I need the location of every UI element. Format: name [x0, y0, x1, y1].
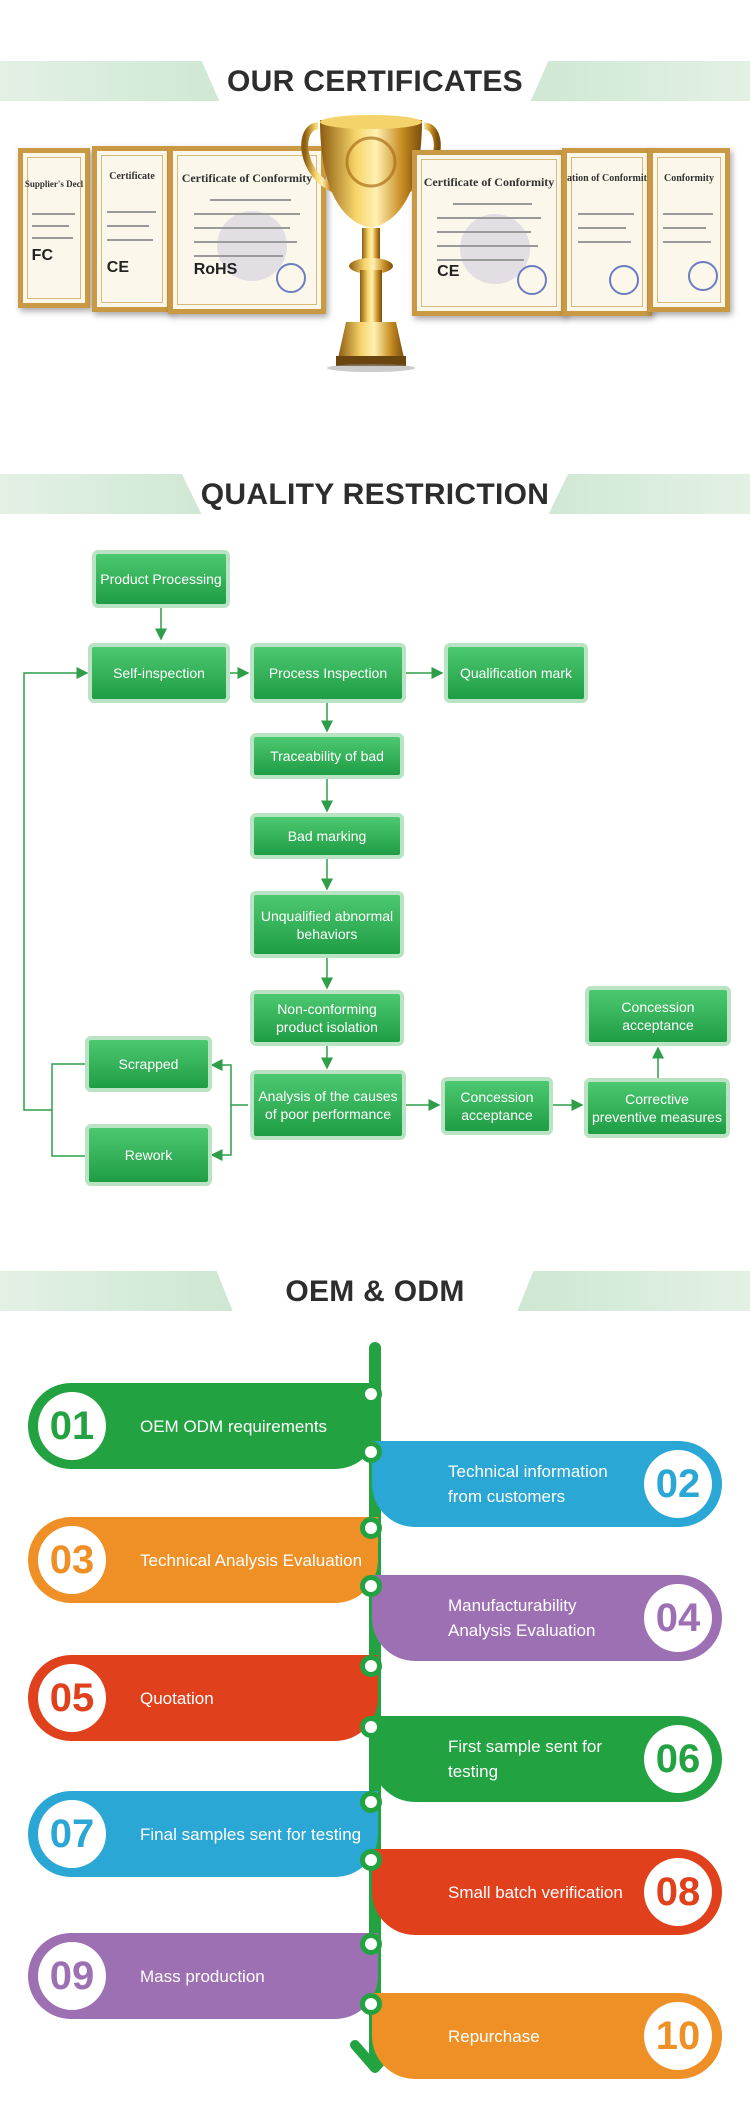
flow-step-product-processing: Product Processing — [92, 550, 230, 608]
certificate-card: Certificate of Conformity CE — [412, 150, 566, 316]
step-number: 03 — [38, 1526, 106, 1594]
certificate-card: Conformity — [648, 148, 730, 312]
step-label: Small batch verification — [448, 1882, 623, 1902]
quality-banner: QUALITY RESTRICTION — [0, 470, 750, 518]
flow-step-scrapped: Scrapped — [85, 1036, 212, 1092]
step-card: 06 First sample sent for testing — [372, 1716, 722, 1802]
quality-flowchart: Product Processing Self-inspection Proce… — [0, 540, 750, 1210]
certificate-title: Conformity — [664, 173, 714, 184]
certificate-title: ation of Conformity — [567, 173, 647, 184]
flow-step-analysis: Analysis of the causes of poor performan… — [250, 1070, 406, 1140]
certificate-card: ation of Conformity — [562, 148, 652, 316]
flow-step-self-inspection: Self-inspection — [88, 643, 230, 703]
step-number: 10 — [644, 2002, 712, 2070]
timeline-node — [360, 1655, 382, 1677]
certificate-title: Supplier's Decl — [24, 179, 84, 189]
step-card: 05 Quotation — [28, 1655, 378, 1741]
step-number: 08 — [644, 1858, 712, 1926]
certificate-mark: CE — [437, 263, 460, 280]
timeline-node — [360, 1791, 382, 1813]
timeline-node — [360, 1383, 382, 1405]
flow-step-concession-acceptance-top: Concession acceptance — [585, 986, 731, 1046]
timeline-node — [360, 1441, 382, 1463]
section-title: QUALITY RESTRICTION — [200, 478, 550, 511]
flow-step-traceability: Traceability of bad — [250, 733, 404, 779]
certificate-mark: FC — [31, 247, 53, 264]
flow-step-nonconforming: Non-conforming product isolation — [250, 990, 404, 1046]
step-card: 03 Technical Analysis Evaluation — [28, 1517, 378, 1603]
certificate-mark: RoHS — [193, 261, 238, 278]
step-card: 04 Manufacturability Analysis Evaluation — [372, 1575, 722, 1661]
step-number: 04 — [644, 1584, 712, 1652]
step-card: 09 Mass production — [28, 1933, 378, 2019]
certificates-banner: OUR CERTIFICATES — [0, 57, 750, 105]
step-number: 02 — [644, 1450, 712, 1518]
step-card: 10 Repurchase — [372, 1993, 722, 2079]
flow-step-rework: Rework — [85, 1124, 212, 1186]
step-label: Repurchase — [448, 2026, 540, 2046]
flow-step-bad-marking: Bad marking — [250, 813, 404, 859]
step-label: Quotation — [140, 1688, 214, 1708]
step-label: First sample sent for testing — [448, 1737, 602, 1781]
section-title: OUR CERTIFICATES — [227, 65, 523, 98]
flow-step-corrective: Corrective preventive measures — [584, 1078, 730, 1138]
step-label: OEM ODM requirements — [140, 1416, 328, 1436]
banner-pill — [180, 470, 570, 518]
flow-step-unqualified: Unqualified abnormal behaviors — [250, 891, 404, 958]
step-label: Technical Analysis Evaluation — [140, 1550, 363, 1570]
timeline-node — [360, 1933, 382, 1955]
banner-pill — [200, 57, 550, 105]
oem-timeline: 01 OEM ODM requirements 02 Technical inform… — [0, 1340, 750, 2111]
step-number: 09 — [38, 1942, 106, 2010]
certificate-title: Certificate of Conformity — [423, 175, 555, 189]
step-number: 01 — [38, 1392, 106, 1460]
step-label: Manufacturability Analysis Evaluation — [448, 1596, 596, 1640]
banner-pill — [215, 1267, 535, 1315]
timeline-node — [360, 1716, 382, 1738]
timeline-node — [360, 1849, 382, 1871]
step-card: 01 OEM ODM requirements — [28, 1383, 378, 1469]
step-card: 02 Technical information from customers — [372, 1441, 722, 1527]
flow-step-qualification-mark: Qualification mark — [444, 643, 588, 703]
step-label: Technical information from customers — [448, 1462, 608, 1506]
certificate-title: Certificate — [109, 171, 155, 182]
step-card: 08 Small batch verification — [372, 1849, 722, 1935]
timeline-node — [360, 1993, 382, 2015]
flow-step-process-inspection: Process Inspection — [250, 643, 406, 703]
timeline-node — [360, 1575, 382, 1597]
section-title: OEM & ODM — [285, 1275, 465, 1308]
step-label: Mass production — [140, 1966, 265, 1986]
certificates-gallery: Supplier's Decl FC Certificate CE Certif… — [0, 110, 750, 380]
flow-step-concession-acceptance: Concession acceptance — [441, 1077, 553, 1135]
certificate-card: Certificate of Conformity RoHS — [168, 146, 326, 314]
step-number: 06 — [644, 1725, 712, 1793]
step-number: 05 — [38, 1664, 106, 1732]
flow-connectors — [23, 608, 664, 1161]
certificate-card: Supplier's Decl FC — [18, 148, 90, 308]
certificate-title: Certificate of Conformity — [181, 171, 313, 185]
step-label: Final samples sent for testing — [140, 1824, 362, 1844]
timeline-node — [360, 1517, 382, 1539]
certificate-card: Certificate CE — [92, 146, 172, 312]
oem-banner: OEM & ODM — [0, 1267, 750, 1315]
certificate-mark: CE — [106, 259, 130, 276]
step-number: 07 — [38, 1800, 106, 1868]
step-card: 07 Final samples sent for testing — [28, 1791, 378, 1877]
